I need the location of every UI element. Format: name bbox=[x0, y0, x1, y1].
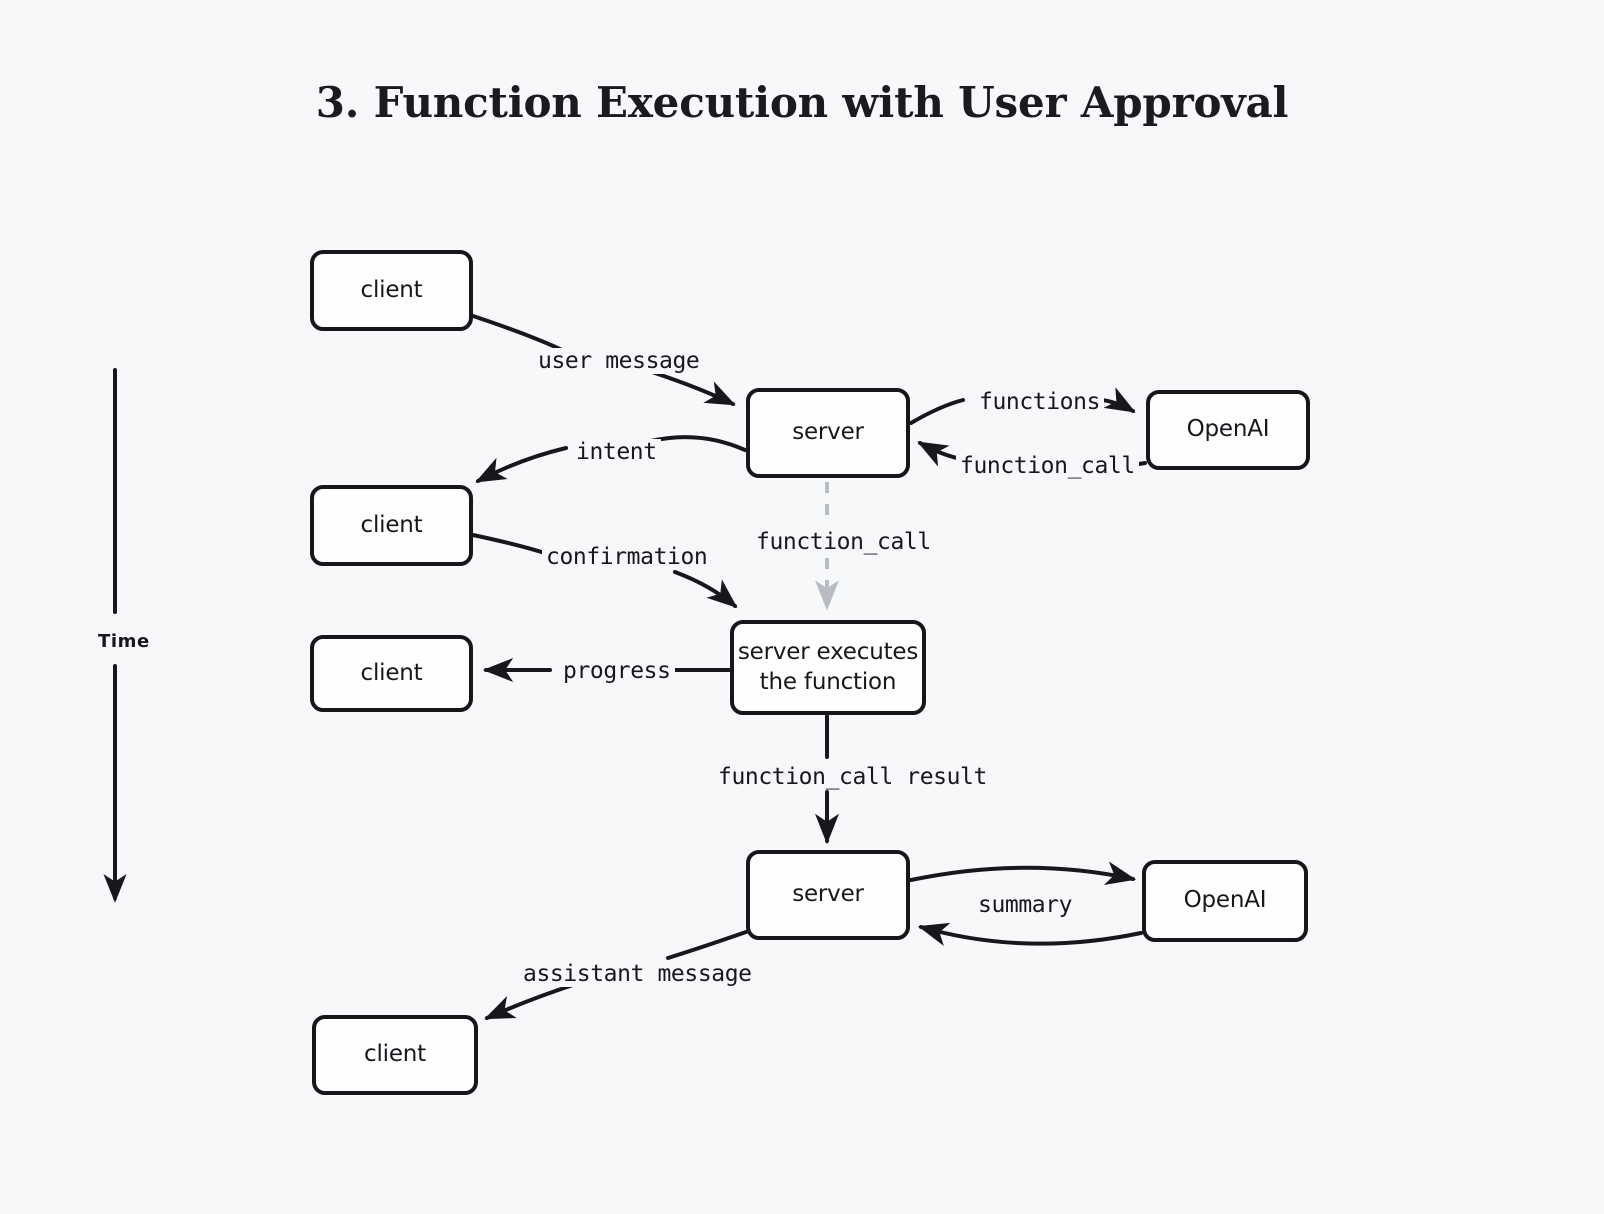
node-label: OpenAI bbox=[1186, 416, 1270, 443]
node-label: client bbox=[360, 659, 423, 686]
node-label: OpenAI bbox=[1183, 887, 1267, 914]
page-title: 3. Function Execution with User Approval bbox=[315, 78, 1289, 127]
node-label: server bbox=[792, 419, 864, 446]
edge-label-summary: summary bbox=[974, 892, 1077, 918]
node-label: server executes the function bbox=[737, 639, 919, 695]
node-label: client bbox=[360, 276, 423, 303]
edge-label-function-call-dashed: function_call bbox=[752, 529, 935, 555]
time-axis-label: Time bbox=[92, 628, 156, 655]
edge-label-progress: progress bbox=[559, 658, 675, 684]
node-label: client bbox=[360, 511, 423, 538]
node-client-1[interactable]: client bbox=[310, 250, 473, 331]
edge-label-functions: functions bbox=[975, 389, 1105, 415]
edge-label-function-call-response: function_call bbox=[956, 453, 1139, 479]
node-client-4[interactable]: client bbox=[312, 1015, 478, 1095]
node-server-executes[interactable]: server executes the function bbox=[730, 620, 926, 715]
node-label: client bbox=[364, 1041, 426, 1068]
edge-label-function-call-result: function_call result bbox=[714, 764, 991, 790]
node-client-3[interactable]: client bbox=[310, 635, 473, 712]
node-server-1[interactable]: server bbox=[746, 388, 910, 478]
node-openai-2[interactable]: OpenAI bbox=[1142, 860, 1308, 942]
edge-label-confirmation: confirmation bbox=[542, 544, 712, 570]
edge-label-user-message: user message bbox=[534, 348, 704, 374]
node-client-2[interactable]: client bbox=[310, 485, 473, 566]
node-server-2[interactable]: server bbox=[746, 850, 910, 940]
node-label: server bbox=[792, 881, 864, 908]
edge-label-assistant-message: assistant message bbox=[519, 961, 756, 987]
edge-label-intent: intent bbox=[572, 439, 661, 465]
node-openai-1[interactable]: OpenAI bbox=[1146, 390, 1310, 470]
